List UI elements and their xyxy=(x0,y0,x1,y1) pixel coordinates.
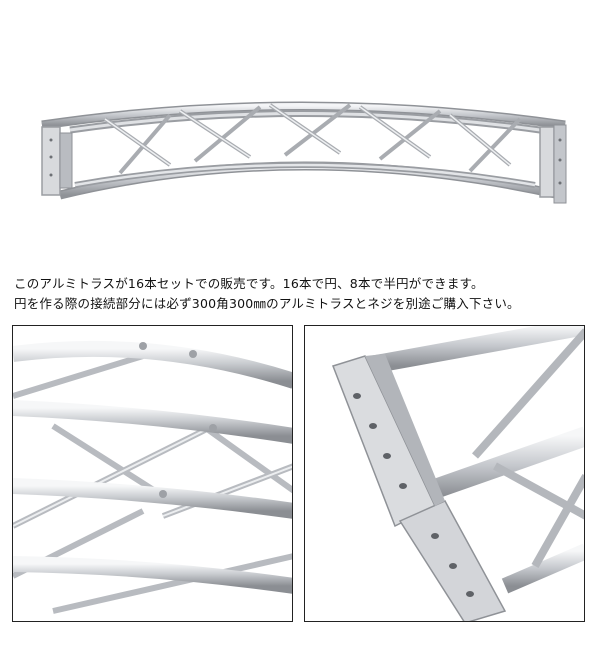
detail-image-lattice xyxy=(12,325,293,622)
main-truss-image xyxy=(41,101,567,204)
description-line-2: 円を作る際の接続部分には必ず300角300㎜のアルミトラスとネジを別途ご購入下さ… xyxy=(14,296,520,311)
lattice-closeup-graphic xyxy=(13,340,292,614)
product-description: このアルミトラスが16本セットでの販売です。16本で円、8本で半円ができます。 … xyxy=(14,274,590,314)
end-plate-closeup-graphic xyxy=(332,326,584,621)
description-line-1: このアルミトラスが16本セットでの販売です。16本で円、8本で半円ができます。 xyxy=(14,276,484,291)
detail-image-end-plate xyxy=(304,325,585,622)
